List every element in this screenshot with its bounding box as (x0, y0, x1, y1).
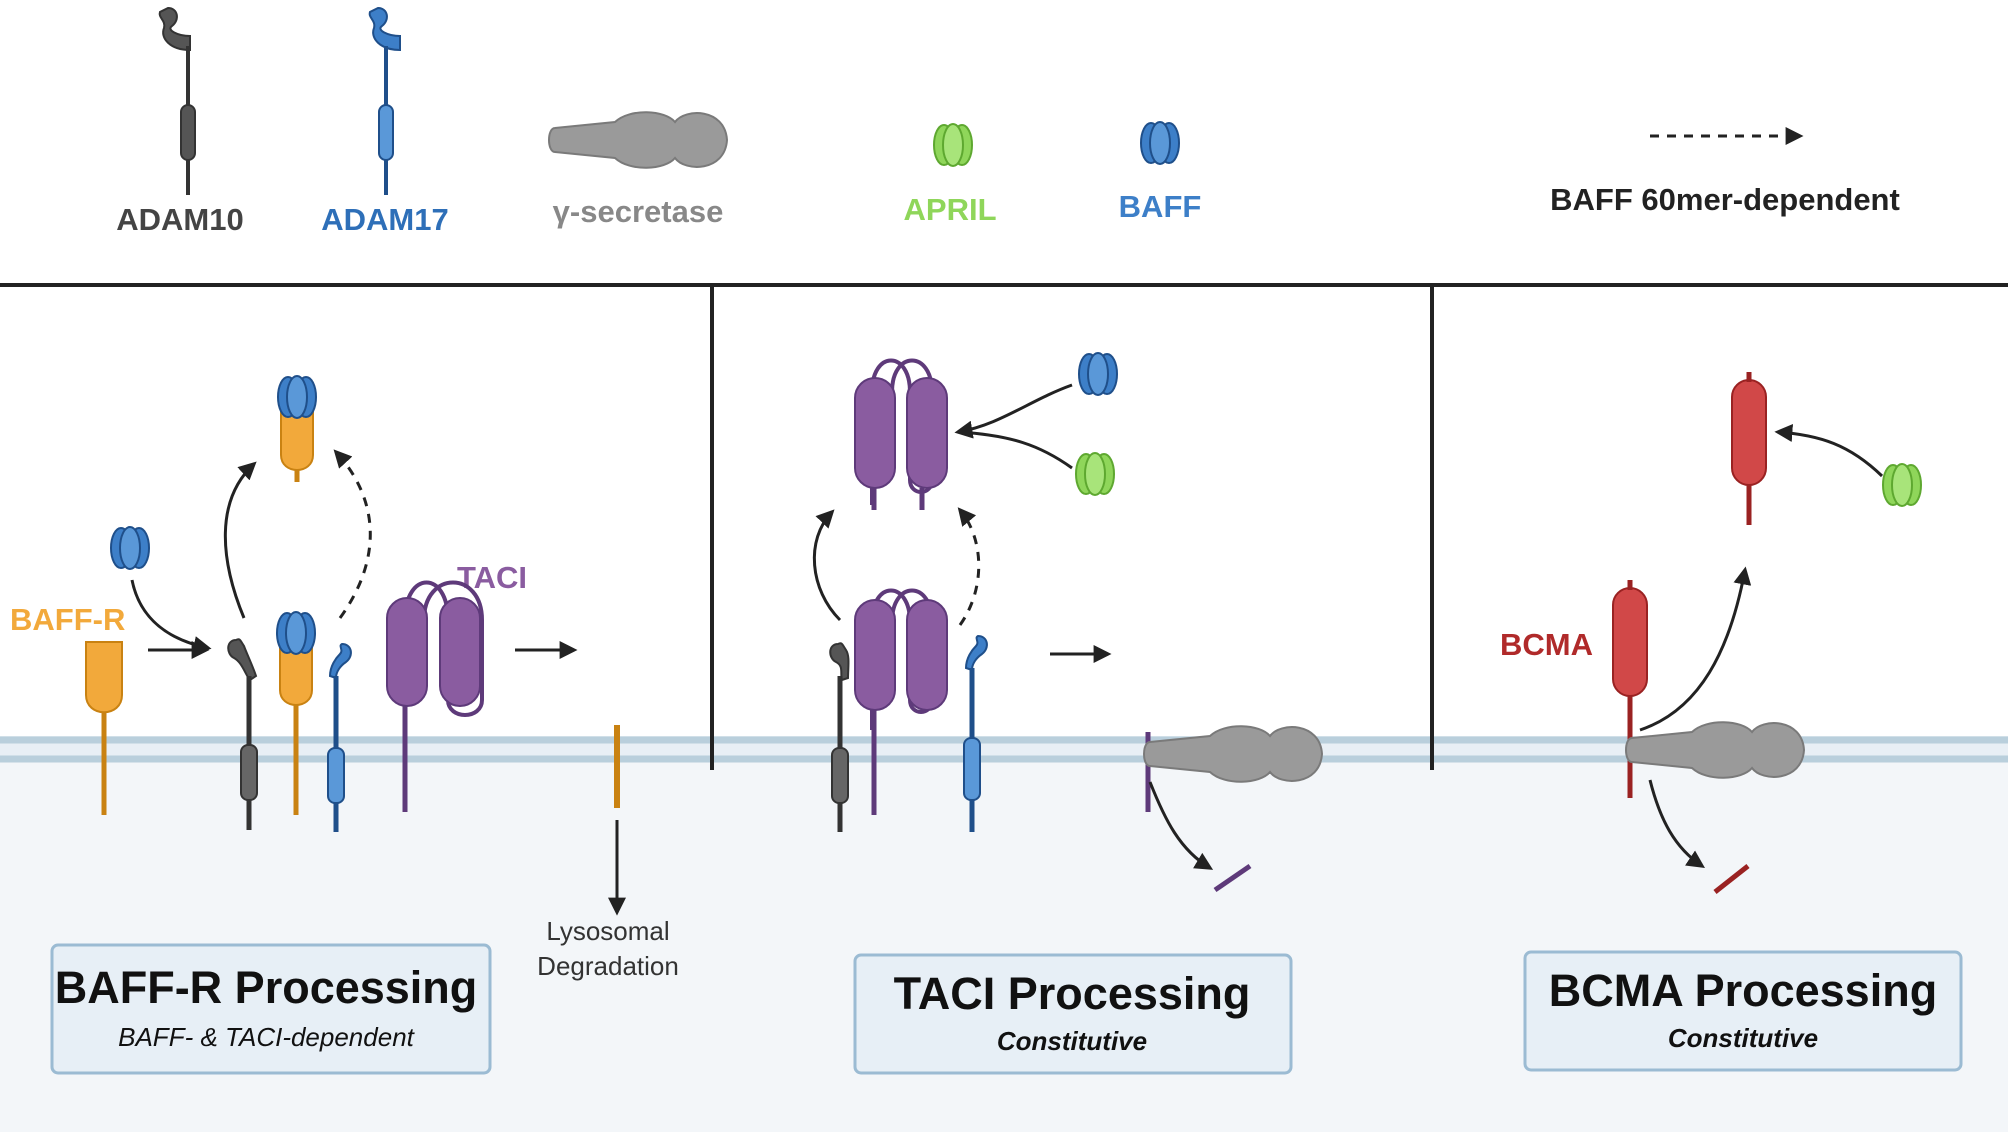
baff-trimer (1078, 352, 1118, 396)
bcma-label: BCMA (1500, 627, 1593, 662)
ligand-binding-arrow (954, 383, 1073, 439)
baffr-receptor (85, 641, 123, 815)
shedding-arrow (1639, 566, 1752, 732)
adam10-protease (227, 638, 258, 830)
shedding-arrow (223, 461, 257, 619)
baff60mer-arrow (957, 507, 981, 626)
april-trimer (1075, 452, 1115, 496)
degradation-label-line1: Lysosomal (546, 916, 669, 946)
april-trimer (1882, 463, 1922, 507)
shed-taci (854, 358, 948, 510)
adam17-protease (963, 634, 988, 832)
panel-baffr: BAFF-R (10, 375, 679, 1075)
shed-baffr-baff (277, 375, 317, 482)
taci-title: TACI Processing (894, 968, 1251, 1019)
legend-baff-label: BAFF (1119, 189, 1202, 224)
ligand-binding-arrow (1774, 424, 1884, 478)
taci-title-box: TACI Processing Constitutive (853, 953, 1293, 1075)
taci-receptor (386, 580, 484, 812)
legend: ADAM10 ADAM17 γ-secretase APRIL BAFF BAF… (116, 6, 1900, 237)
legend-adam10-label: ADAM10 (116, 202, 243, 237)
baffr-bound-baff (276, 611, 316, 815)
april-icon (933, 123, 973, 167)
bcma-icd-fragment (1713, 864, 1750, 894)
cleavage-arrow (1648, 779, 1705, 868)
legend-april-label: APRIL (904, 192, 997, 227)
bcma-subtitle: Constitutive (1668, 1023, 1818, 1053)
baffr-title-box: BAFF-R Processing BAFF- & TACI-dependent (50, 943, 492, 1075)
legend-adam17-label: ADAM17 (321, 202, 448, 237)
adam10-protease (829, 642, 850, 832)
legend-dashed-arrow-label: BAFF 60mer-dependent (1550, 182, 1900, 217)
adam17-icon (368, 6, 401, 195)
bcma-title: BCMA Processing (1549, 965, 1937, 1016)
taci-label: TACI (457, 560, 527, 595)
baffr-subtitle: BAFF- & TACI-dependent (118, 1022, 416, 1052)
legend-gamma-secretase-label: γ-secretase (553, 194, 724, 229)
shed-bcma (1731, 372, 1767, 525)
cleavage-arrow (1148, 781, 1214, 870)
baffr-title: BAFF-R Processing (55, 962, 478, 1013)
taci-icd-fragment (1213, 863, 1252, 893)
bcma-title-box: BCMA Processing Constitutive (1523, 950, 1963, 1072)
baff-icon (1140, 121, 1180, 165)
baffr-label: BAFF-R (10, 602, 125, 637)
taci-receptor (854, 588, 948, 815)
degradation-label-line2: Degradation (537, 951, 679, 981)
adam17-protease (327, 642, 352, 832)
taci-subtitle: Constitutive (997, 1026, 1147, 1056)
gamma-secretase-icon (548, 111, 728, 169)
panel-bcma: BCMA BCMA Processing Constitutive (1500, 372, 1963, 1072)
binding-arrow (130, 579, 212, 654)
ligand-binding-arrow (957, 430, 1073, 470)
panel-taci: TACI Processing Constitutive (812, 352, 1323, 1075)
shedding-arrow (812, 509, 842, 622)
baff60mer-arrow (333, 449, 372, 619)
adam10-icon (158, 6, 196, 195)
baff-trimer (110, 526, 150, 570)
